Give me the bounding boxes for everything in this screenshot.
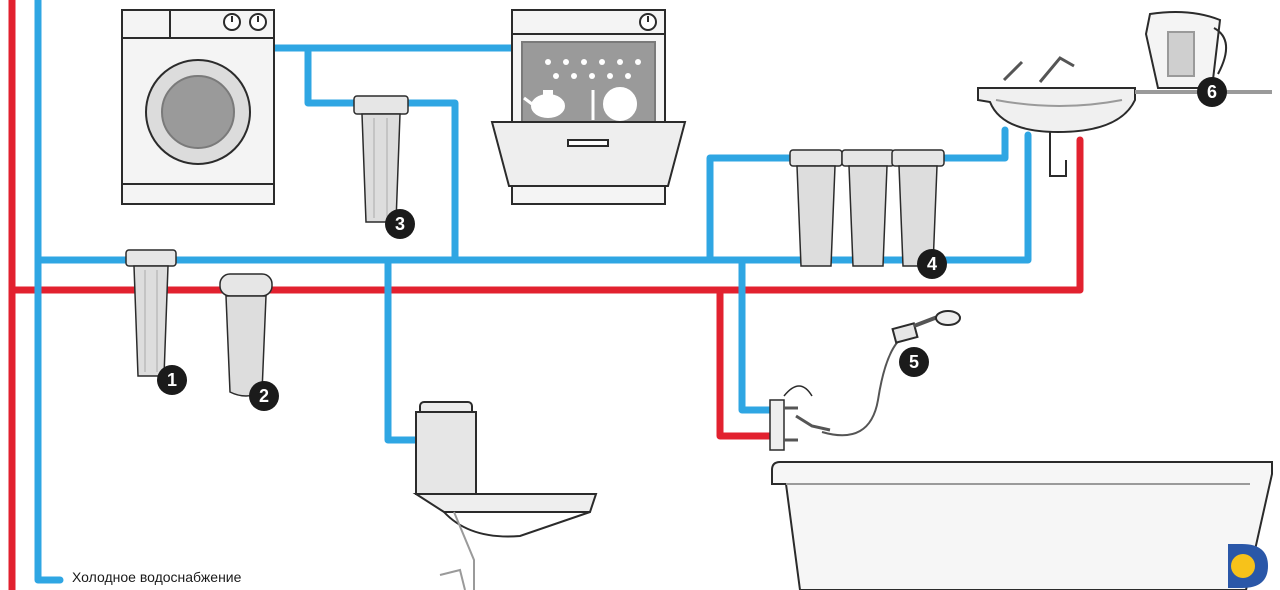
cold-main-line <box>34 131 1032 264</box>
pitcher-filter <box>1144 11 1227 89</box>
shower-hose <box>821 335 905 437</box>
faucet-icon <box>1002 60 1024 82</box>
brand-logo <box>1228 544 1268 588</box>
marker-3: 3 <box>385 209 415 239</box>
shower-head-icon <box>935 310 961 326</box>
marker-1-label: 1 <box>167 370 177 390</box>
dishwasher <box>490 9 687 205</box>
hot-main-line <box>8 136 1084 294</box>
marker-4-label: 4 <box>927 254 937 274</box>
marker-6-label: 6 <box>1207 82 1217 102</box>
cold-toilet-branch <box>384 256 424 444</box>
toilet <box>412 401 598 590</box>
cold-filter4-in <box>706 154 794 264</box>
hot-bath-branch <box>716 286 784 440</box>
shower-filter <box>821 310 961 437</box>
marker-3-label: 3 <box>395 214 405 234</box>
marker-4: 4 <box>917 249 947 279</box>
bathtub <box>771 461 1273 590</box>
plate-icon <box>603 87 637 121</box>
cartridge-filter <box>219 273 273 397</box>
legend-cold-water: Холодное водоснабжение <box>72 569 242 585</box>
marker-5-label: 5 <box>909 352 919 372</box>
water-drops <box>545 59 641 79</box>
dishwasher-filter <box>353 95 409 223</box>
cold-water-pipes <box>34 0 1032 584</box>
marker-2: 2 <box>249 381 279 411</box>
cold-filter4-out <box>936 126 1009 162</box>
single-housing-filter <box>125 249 177 377</box>
cold-bath-branch <box>738 256 784 414</box>
marker-2-label: 2 <box>259 386 269 406</box>
marker-1: 1 <box>157 365 187 395</box>
washing-machine <box>121 9 275 205</box>
marker-6: 6 <box>1197 77 1227 107</box>
sink <box>977 56 1272 177</box>
three-stage-filter <box>789 149 945 267</box>
mixer-tap-icon <box>1038 56 1075 83</box>
hot-water-pipes <box>8 0 1084 590</box>
shower-mixer <box>769 385 831 451</box>
teapot-icon <box>523 90 565 118</box>
cold-riser <box>34 0 64 584</box>
marker-5: 5 <box>899 347 929 377</box>
